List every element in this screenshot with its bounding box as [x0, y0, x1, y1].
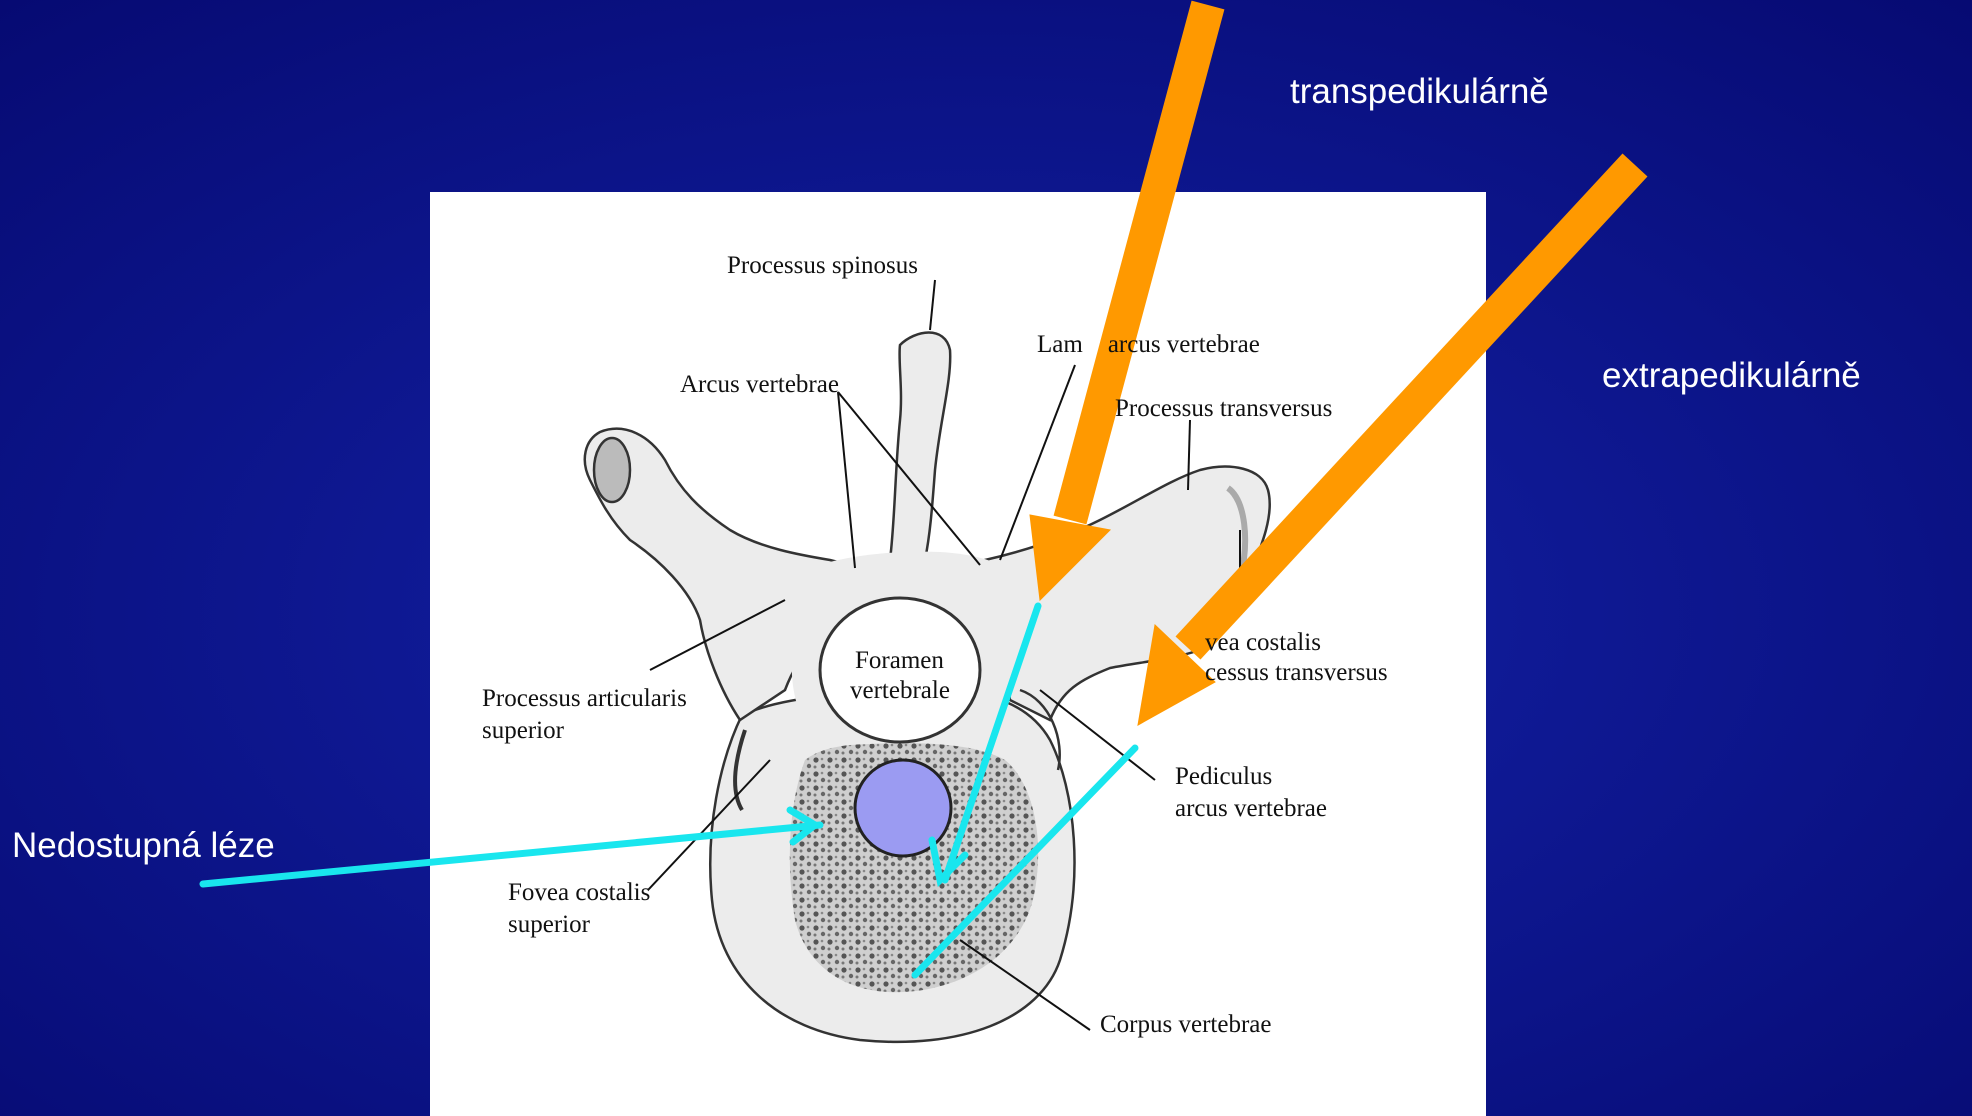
left-tp-tip — [594, 438, 630, 502]
extrapedicular-label: extrapedikulárně — [1602, 356, 1861, 396]
label-pediculus-2: arcus vertebrae — [1175, 794, 1327, 823]
inaccessible-lesion-label: Nedostupná léze — [12, 826, 275, 866]
label-arcus-vertebrae: Arcus vertebrae — [680, 370, 839, 399]
label-fovea-costalis-sup-2: superior — [508, 910, 590, 939]
label-processus-spinosus: Processus spinosus — [727, 251, 918, 280]
inaccessible-lesion-marker — [855, 760, 951, 856]
label-foramen-1: Foramen — [855, 646, 944, 675]
label-processus-transversus: Processus transversus — [1115, 394, 1332, 423]
label-foramen-2: vertebrale — [850, 676, 950, 705]
label-fovea-costalis-tp-2: cessus transversus — [1205, 658, 1388, 687]
transpedicular-label: transpedikulárně — [1290, 72, 1549, 112]
label-proc-articularis-2: superior — [482, 716, 564, 745]
label-proc-articularis-1: Processus articularis — [482, 684, 687, 713]
label-fovea-costalis-tp-1: vea costalis — [1205, 628, 1321, 657]
label-pediculus-1: Pediculus — [1175, 762, 1272, 791]
label-lamina-arcus: Lam arcus vertebrae — [1037, 330, 1260, 359]
label-fovea-costalis-sup-1: Fovea costalis — [508, 878, 650, 907]
label-corpus-vertebrae: Corpus vertebrae — [1100, 1010, 1271, 1039]
